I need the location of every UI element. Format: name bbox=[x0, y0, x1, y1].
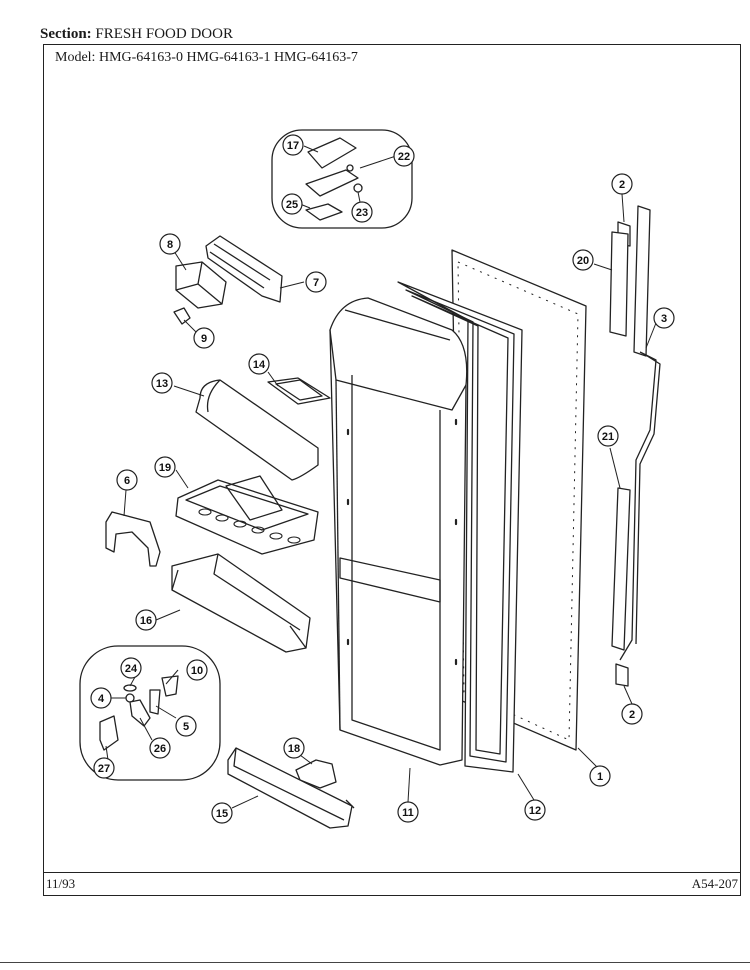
door-gasket bbox=[397, 281, 523, 773]
svg-text:6: 6 bbox=[124, 475, 130, 487]
callout-14: 14 bbox=[248, 353, 270, 375]
svg-text:7: 7 bbox=[313, 277, 319, 289]
svg-text:25: 25 bbox=[286, 199, 298, 211]
section-label: Section: bbox=[40, 26, 92, 42]
callout-11: 11 bbox=[397, 801, 419, 823]
callout-17: 17 bbox=[282, 134, 304, 156]
svg-text:14: 14 bbox=[253, 359, 266, 371]
small-tray bbox=[267, 377, 331, 405]
callout-16: 16 bbox=[135, 609, 157, 631]
svg-text:26: 26 bbox=[154, 743, 166, 755]
bottom-door-shelf bbox=[227, 747, 355, 829]
egg-tray bbox=[175, 475, 319, 555]
callout-8: 8 bbox=[159, 233, 181, 255]
callout-21: 21 bbox=[597, 425, 619, 447]
section-value: FRESH FOOD DOOR bbox=[95, 26, 233, 42]
hinge-part bbox=[205, 235, 283, 303]
door-shelf-bin bbox=[171, 553, 311, 653]
callout-12: 12 bbox=[524, 799, 546, 821]
svg-text:15: 15 bbox=[216, 808, 228, 820]
callout-5: 5 bbox=[175, 715, 197, 737]
dispenser-cover bbox=[195, 379, 319, 481]
callout-6: 6 bbox=[116, 469, 138, 491]
svg-text:16: 16 bbox=[140, 615, 152, 627]
callout-4: 4 bbox=[90, 687, 112, 709]
footer-ref: A54-207 bbox=[691, 876, 738, 891]
callout-markers: 17 22 25 23 8 7 9 14 13 19 6 16 24 10 4 … bbox=[90, 134, 675, 824]
small-clip bbox=[173, 307, 191, 325]
svg-text:13: 13 bbox=[156, 378, 168, 390]
svg-text:24: 24 bbox=[125, 663, 138, 675]
section-title: Section: FRESH FOOD DOOR bbox=[40, 26, 233, 43]
model-line: Model: HMG-64163-0 HMG-64163-1 HMG-64163… bbox=[55, 50, 358, 66]
svg-text:2: 2 bbox=[619, 179, 625, 191]
callout-7: 7 bbox=[305, 271, 327, 293]
callout-18: 18 bbox=[283, 737, 305, 759]
svg-text:27: 27 bbox=[98, 763, 110, 775]
svg-text:3: 3 bbox=[661, 313, 667, 325]
callout-1: 1 bbox=[589, 765, 611, 787]
callout-13: 13 bbox=[151, 372, 173, 394]
svg-text:12: 12 bbox=[529, 805, 541, 817]
inset-hardware-bubble bbox=[79, 645, 221, 781]
svg-text:1: 1 bbox=[597, 771, 603, 783]
switch-block bbox=[175, 261, 227, 309]
svg-text:9: 9 bbox=[201, 333, 207, 345]
callout-2-bottom: 2 bbox=[621, 703, 643, 725]
callout-27: 27 bbox=[93, 757, 115, 779]
svg-text:18: 18 bbox=[288, 743, 300, 755]
svg-text:5: 5 bbox=[183, 721, 189, 733]
door-trim-rails bbox=[609, 205, 661, 687]
footer-rule bbox=[43, 872, 741, 873]
callout-20: 20 bbox=[572, 249, 594, 271]
svg-text:20: 20 bbox=[577, 255, 589, 267]
svg-text:4: 4 bbox=[98, 693, 105, 705]
svg-text:8: 8 bbox=[167, 239, 173, 251]
door-liner bbox=[329, 297, 468, 766]
callout-9: 9 bbox=[193, 327, 215, 349]
callout-15: 15 bbox=[211, 802, 233, 824]
callout-23: 23 bbox=[351, 201, 373, 223]
svg-text:23: 23 bbox=[356, 207, 368, 219]
callout-3: 3 bbox=[653, 307, 675, 329]
inset-callout-bubble bbox=[271, 129, 413, 229]
footer-date: 11/93 bbox=[46, 876, 76, 891]
svg-text:10: 10 bbox=[191, 665, 203, 677]
callout-10: 10 bbox=[186, 659, 208, 681]
callout-25: 25 bbox=[281, 193, 303, 215]
callout-24: 24 bbox=[120, 657, 142, 679]
callout-2-top: 2 bbox=[611, 173, 633, 195]
callout-22: 22 bbox=[393, 145, 415, 167]
diagram-frame bbox=[43, 44, 741, 896]
svg-text:21: 21 bbox=[602, 431, 614, 443]
svg-text:19: 19 bbox=[159, 462, 171, 474]
svg-text:2: 2 bbox=[629, 709, 635, 721]
bin-bracket bbox=[105, 511, 161, 567]
svg-text:17: 17 bbox=[287, 140, 299, 152]
callout-26: 26 bbox=[149, 737, 171, 759]
model-label: Model: bbox=[55, 50, 96, 65]
model-numbers: HMG-64163-0 HMG-64163-1 HMG-64163-7 bbox=[98, 50, 358, 65]
svg-text:11: 11 bbox=[402, 807, 414, 819]
callout-19: 19 bbox=[154, 456, 176, 478]
svg-text:22: 22 bbox=[398, 151, 410, 163]
page-bottom-rule bbox=[0, 962, 750, 963]
